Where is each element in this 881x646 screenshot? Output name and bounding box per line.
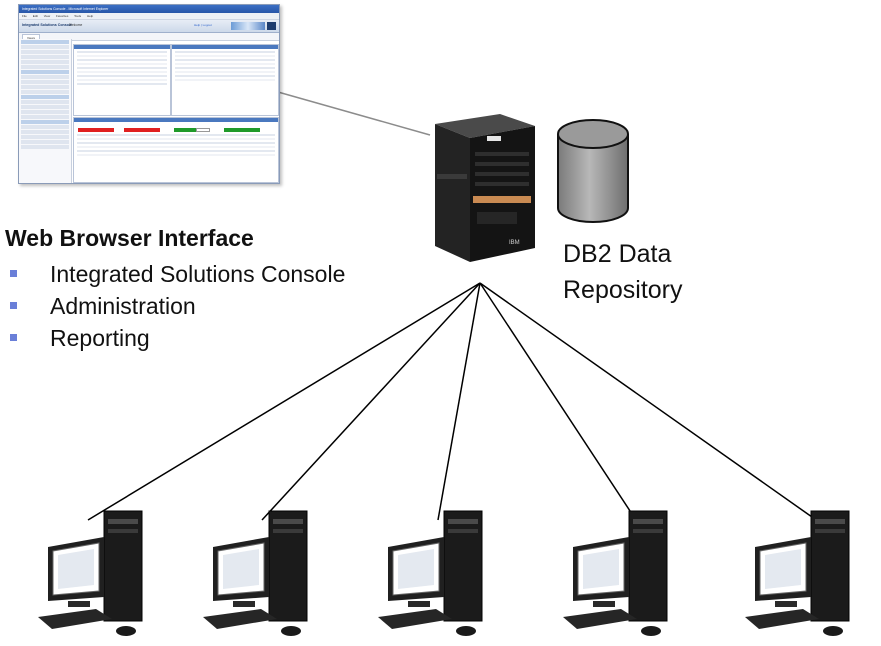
console-title: Integrated Solutions Console: [22, 23, 72, 27]
list-item-label: Administration: [50, 293, 196, 319]
console-tab: Views: [22, 34, 40, 41]
database-icon: [550, 116, 636, 228]
desktop-computer-icon: [378, 505, 508, 641]
bullet-marker: [10, 334, 17, 341]
desktop-computer-icon: [203, 505, 333, 641]
server-to-pc-4-line: [479, 282, 635, 518]
console-tabs: Views: [19, 33, 279, 41]
list-item: Integrated Solutions Console: [10, 258, 350, 290]
browser-menu-bar: File Edit View Favorites Tools Help: [19, 13, 279, 20]
desktop-computer-icon: [563, 505, 693, 641]
bullet-marker: [10, 302, 17, 309]
svg-text:IBM: IBM: [509, 240, 520, 246]
console-links: Help | Logout: [194, 23, 212, 27]
list-item: Administration: [10, 290, 350, 322]
console-welcome: Welcome: [69, 23, 83, 27]
list-item-label: Reporting: [50, 325, 150, 351]
server-to-pc-5-line: [479, 282, 813, 518]
console-banner-graphic: [231, 22, 265, 30]
ibm-logo: [267, 22, 276, 30]
server-to-pc-2-line: [261, 282, 481, 521]
browser-title-bar: Integrated Solutions Console - Microsoft…: [19, 5, 279, 13]
server-icon: IBM: [425, 112, 543, 262]
summary-pane: [73, 44, 171, 116]
menu-file: File: [22, 14, 27, 18]
list-item: Reporting: [10, 322, 350, 354]
info-pane: [171, 44, 279, 116]
bullet-marker: [10, 270, 17, 277]
server-to-pc-1-line: [87, 282, 481, 521]
server-to-pc-3-line: [437, 282, 481, 521]
browser-screenshot: Integrated Solutions Console - Microsoft…: [18, 4, 280, 184]
menu-view: View: [43, 14, 51, 18]
web-interface-list: Integrated Solutions Console Administrat…: [10, 258, 350, 354]
menu-help: Help: [86, 14, 94, 18]
desktop-computer-icon: [745, 505, 875, 641]
console-navigation: [19, 39, 72, 183]
web-interface-heading: Web Browser Interface: [5, 225, 254, 251]
desktop-computer-icon: [38, 505, 168, 641]
list-item-label: Integrated Solutions Console: [50, 261, 346, 287]
console-main: [73, 39, 279, 183]
menu-edit: Edit: [32, 14, 38, 18]
repository-label: DB2 Data Repository: [563, 236, 683, 308]
menu-tools: Tools: [74, 14, 82, 18]
status-pane: [73, 117, 279, 183]
repository-label-line1: DB2 Data: [563, 240, 672, 268]
console-header: Integrated Solutions Console Welcome Hel…: [19, 20, 279, 33]
menu-favorites: Favorites: [56, 14, 69, 18]
browser-to-server-line: [277, 91, 431, 136]
repository-label-line2: Repository: [563, 276, 683, 304]
